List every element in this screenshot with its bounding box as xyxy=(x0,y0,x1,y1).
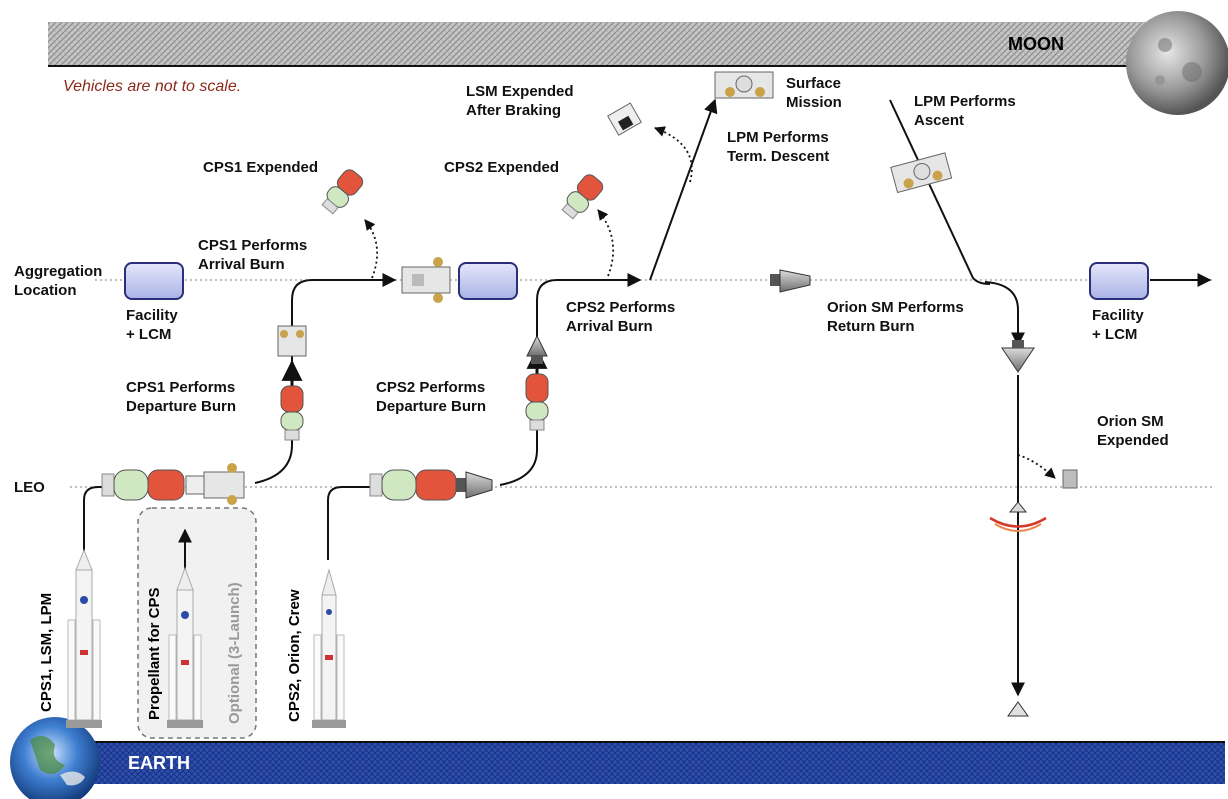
rocket-1 xyxy=(66,548,102,728)
optional-launch-box xyxy=(137,507,257,739)
facility-box-right xyxy=(1089,262,1149,300)
cps2-expended-label: CPS2 Expended xyxy=(444,159,560,176)
lander-ascent xyxy=(890,152,953,194)
orion-sm-expended-label: Orion SM Expended xyxy=(1097,413,1169,449)
return-path xyxy=(984,281,1025,347)
lsm-expended-label: LSM Expended After Braking xyxy=(466,83,574,119)
splashdown-capsule xyxy=(1007,701,1029,717)
leo-stack-1 xyxy=(101,463,245,505)
leo-stack-2 xyxy=(369,469,493,501)
leo-label: LEO xyxy=(14,479,45,496)
lander-at-aggregation xyxy=(401,257,451,303)
surface-mission-label: Surface Mission xyxy=(786,75,842,111)
aggregation-location-label: Aggregation Location xyxy=(14,263,103,299)
rocket-2 xyxy=(167,566,203,728)
cps1-expended-label: CPS1 Expended xyxy=(203,159,319,176)
cps2-expended-stage xyxy=(561,174,604,220)
reentry-capsule xyxy=(989,501,1047,532)
facility-left-label: Facility + LCM xyxy=(126,307,178,343)
cps2-expended-arc xyxy=(597,209,615,277)
orion-return-label: Orion SM Performs Return Burn xyxy=(827,299,964,335)
launch1-label: CPS1, LSM, LPM xyxy=(38,592,55,712)
launch3-label: CPS2, Orion, Crew xyxy=(286,589,303,722)
cps2-vertical-stack xyxy=(525,334,549,431)
cps1-expended-stage xyxy=(321,169,364,215)
earth-label: EARTH xyxy=(128,753,190,773)
facility-box-left xyxy=(124,262,184,300)
rocket-3 xyxy=(312,568,346,728)
orion-descent-capsule xyxy=(1001,340,1035,373)
moon-band xyxy=(48,22,1198,66)
cps1-arrival-label: CPS1 Performs Arrival Burn xyxy=(198,237,308,273)
facility-box-mid xyxy=(458,262,518,300)
launch3-path xyxy=(327,486,370,560)
lsm-expended-arc xyxy=(653,126,693,183)
facility-right-label: Facility + LCM xyxy=(1092,307,1144,343)
launch1-path xyxy=(83,486,105,560)
cps1-departure-label: CPS1 Performs Departure Burn xyxy=(126,379,237,415)
moon-globe xyxy=(1126,11,1228,115)
launch2-label: Propellant for CPS xyxy=(146,587,163,720)
lpm-ascent-label: LPM Performs Ascent xyxy=(914,93,1016,129)
ascent-path xyxy=(889,99,991,285)
orion-return-capsule xyxy=(770,269,811,293)
lpm-descent-label: LPM Performs Term. Descent xyxy=(727,129,830,165)
cps1-departure-path xyxy=(254,273,397,484)
cps1-vertical-stack xyxy=(277,325,307,441)
cps2-departure-label: CPS2 Performs Departure Burn xyxy=(376,379,487,415)
launch2-optional-label: Optional (3-Launch) xyxy=(226,582,243,724)
descent-path xyxy=(649,98,718,281)
lander-surface xyxy=(714,71,774,99)
cps2-departure-path xyxy=(499,273,642,486)
sm-expended-arc xyxy=(1017,454,1056,479)
moon-label: MOON xyxy=(1008,34,1064,54)
earth-band xyxy=(50,742,1225,784)
lsm-expended-module xyxy=(607,102,642,136)
cps1-expended-arc xyxy=(364,219,378,279)
scale-note: Vehicles are not to scale. xyxy=(63,78,242,95)
orion-sm-expended xyxy=(1062,469,1078,489)
cps2-arrival-label: CPS2 Performs Arrival Burn xyxy=(566,299,676,335)
